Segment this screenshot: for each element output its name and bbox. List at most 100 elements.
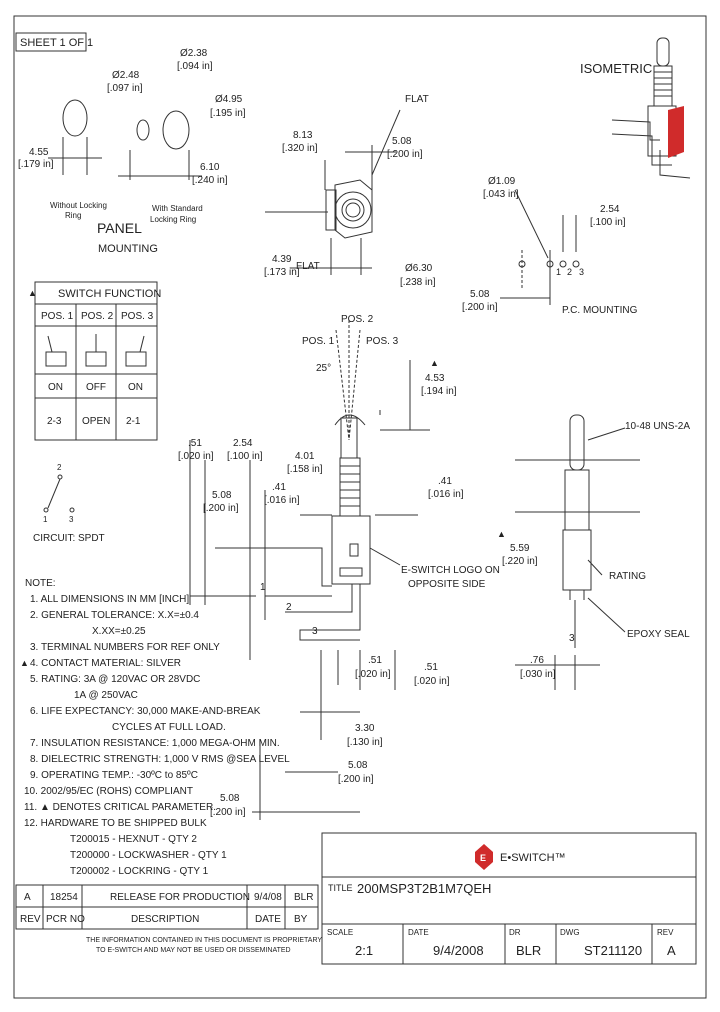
note-line: 1. ALL DIMENSIONS IN MM [INCH] (30, 594, 189, 605)
dim-630: Ø6.30 (405, 263, 433, 274)
sf-state-2: OFF (86, 382, 106, 393)
panel-subtitle: MOUNTING (98, 243, 158, 255)
disclaimer-2: TO E-SWITCH AND MAY NOT BE USED OR DISSE… (96, 947, 291, 954)
dim-508a-in: [.200 in] (203, 503, 239, 514)
dim-330: 3.30 (355, 723, 375, 734)
pc-pin3: 3 (579, 267, 584, 277)
sheet-label: SHEET 1 OF 1 (20, 37, 93, 49)
date-label: DATE (408, 928, 429, 937)
pc-pitch: 2.54 (600, 204, 620, 215)
dim-453: 4.53 (425, 373, 445, 384)
pc-hole-in: [.043 in] (483, 189, 519, 200)
by-value: BLR (294, 892, 313, 903)
dim-453-in: [.194 in] (421, 386, 457, 397)
circuit-symbol (43, 474, 75, 513)
pos2-label: POS. 2 (341, 314, 374, 325)
term-1: 1 (260, 582, 266, 593)
side-view (265, 109, 401, 275)
pc-row-in: [.200 in] (462, 302, 498, 313)
sf-header-1: POS. 1 (41, 311, 74, 322)
sf-state-3: ON (128, 382, 143, 393)
date-header: DATE (255, 914, 281, 925)
circuit-t2: 2 (57, 463, 62, 472)
scale-value: 2:1 (355, 943, 373, 958)
pcr-header: PCR NO (46, 914, 85, 925)
sf-header-2: POS. 2 (81, 311, 114, 322)
pc-title: P.C. MOUNTING (562, 305, 638, 316)
part-number: 200MSP3T2B1M7QEH (357, 881, 491, 896)
rev-label-tb: REV (657, 928, 674, 937)
pc-hole: Ø1.09 (488, 176, 516, 187)
isometric-label: ISOMETRIC (580, 61, 652, 76)
panel-w1: 4.55 (29, 147, 49, 158)
dim-51b: .51 (368, 655, 382, 666)
epoxy-label: EPOXY SEAL (627, 629, 690, 640)
end-view (515, 414, 640, 690)
dim-559-in: [.220 in] (502, 556, 538, 567)
logo-note-1: E-SWITCH LOGO ON (401, 565, 500, 576)
note-line: 9. OPERATING TEMP.: -30ºC to 85ºC (30, 770, 198, 781)
note-line: 2. GENERAL TOLERANCE: X.X=±0.4 (30, 610, 199, 621)
pc-pitch-in: [.100 in] (590, 217, 626, 228)
pc-row: 5.08 (470, 289, 490, 300)
dwg-label: DWG (560, 928, 580, 937)
sf-state-1: ON (48, 382, 63, 393)
panel-d3: Ø4.95 (215, 94, 243, 105)
pc-pin2: 2 (567, 267, 572, 277)
sheet-border (13, 15, 707, 999)
note-line: 7. INSULATION RESISTANCE: 1,000 MEGA-OHM… (30, 738, 280, 749)
dim-508: 5.08 (392, 136, 412, 147)
dim-41b-in: [.016 in] (428, 489, 464, 500)
date-value: 9/4/08 (254, 892, 282, 903)
dim-813-in: [.320 in] (282, 143, 318, 154)
revision-table (15, 884, 319, 930)
panel-w2: 6.10 (200, 162, 220, 173)
note-line: 6. LIFE EXPECTANCY: 30,000 MAKE-AND-BREA… (30, 706, 261, 717)
date-value-tb: 9/4/2008 (433, 943, 484, 958)
dim-508b: 5.08 (348, 760, 368, 771)
panel-title: PANEL (97, 220, 142, 236)
panel-d3-in: [.195 in] (210, 108, 246, 119)
rev-value-tb: A (667, 943, 676, 958)
sheet-box (15, 32, 87, 52)
dim-51a-in: [.020 in] (178, 451, 214, 462)
dim-51a: .51 (188, 438, 202, 449)
rev-value: A (24, 892, 31, 903)
disclaimer-1: THE INFORMATION CONTAINED IN THIS DOCUME… (86, 937, 322, 944)
note-line: X.XX=±0.25 (92, 626, 146, 637)
dr-label: DR (509, 928, 521, 937)
flat-bottom-label: FLAT (296, 261, 320, 272)
scale-label: SCALE (327, 928, 353, 937)
dwg-value: ST211120 (584, 943, 642, 958)
thread-label: 10-48 UNS-2A (625, 421, 690, 432)
panel-mounting (48, 99, 202, 180)
dim-41a-in: [.016 in] (264, 495, 300, 506)
panel-d2: Ø2.38 (180, 48, 208, 59)
dim-51c-in: [.020 in] (414, 676, 450, 687)
panel-d1-in: [.097 in] (107, 83, 143, 94)
panel-d2-in: [.094 in] (177, 61, 213, 72)
isometric-view (611, 37, 691, 179)
dim-559: 5.59 (510, 543, 530, 554)
dim-439-in: [.173 in] (264, 267, 300, 278)
panel-note2a: With Standard (152, 204, 203, 213)
dim-330-in: [.130 in] (347, 737, 383, 748)
dim-76: .76 (530, 655, 544, 666)
pos1-label: POS. 1 (302, 336, 335, 347)
brand-name: E•SWITCH™ (500, 852, 566, 864)
dim-51c: .51 (424, 662, 438, 673)
pos3-label: POS. 3 (366, 336, 399, 347)
switch-function-table (34, 281, 158, 441)
sf-header-3: POS. 3 (121, 311, 154, 322)
note-line: 10. 2002/95/EC (ROHS) COMPLIANT (24, 786, 193, 797)
critical-marker-1: ▲ (28, 288, 37, 298)
dim-508c-in: [.200 in] (210, 807, 246, 818)
dim-508b-in: [.200 in] (338, 774, 374, 785)
critical-marker-4: ▲ (20, 658, 29, 668)
sf-term-2: OPEN (82, 416, 110, 427)
brand-logo-icon (475, 844, 493, 870)
dim-41a: .41 (272, 482, 286, 493)
dim-508c: 5.08 (220, 793, 240, 804)
note-line: NOTE: (25, 578, 56, 589)
